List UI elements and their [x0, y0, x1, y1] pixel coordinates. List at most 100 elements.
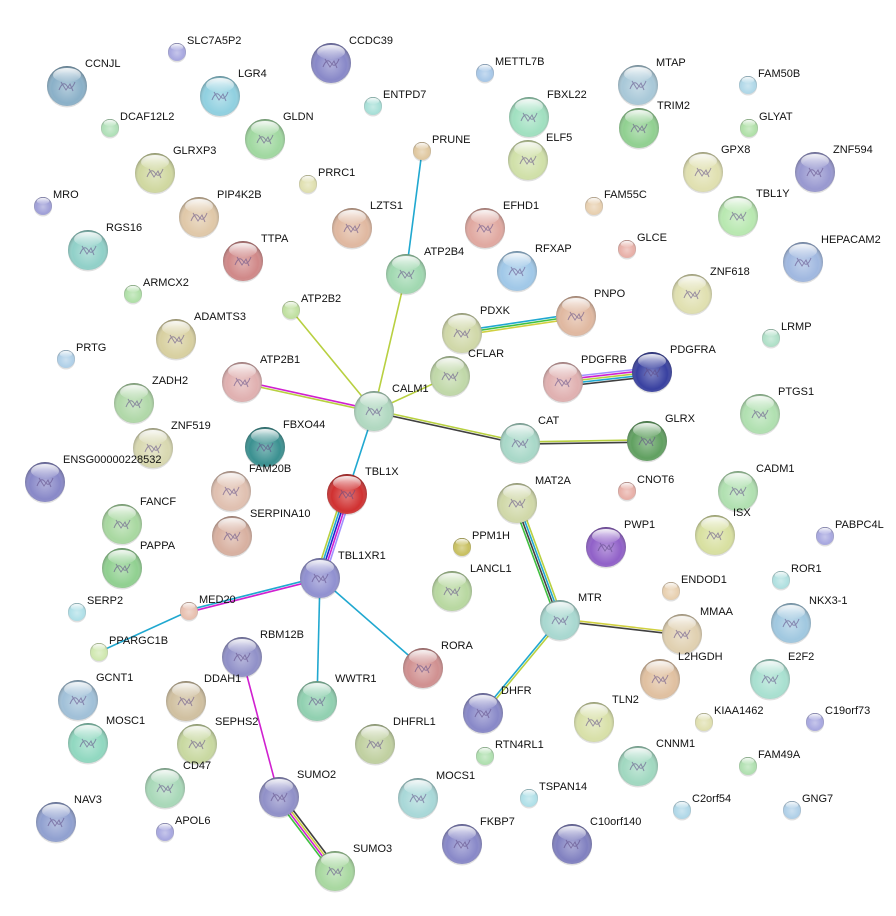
node-ccdc39[interactable]: CCDC39: [311, 35, 393, 85]
edge-calm1-cat[interactable]: [373, 409, 521, 445]
edge-mtr-mmaa[interactable]: [559, 618, 683, 636]
node-label[interactable]: PRTG: [76, 342, 106, 354]
node-wwtr1[interactable]: WWTR1: [297, 673, 377, 723]
edge-atp2b4-calm1[interactable]: [373, 273, 407, 412]
node-label[interactable]: CCDC39: [349, 35, 393, 47]
node-label[interactable]: SERP2: [87, 595, 123, 607]
node-mosc1[interactable]: MOSC1: [68, 715, 145, 765]
node-label[interactable]: LRMP: [781, 321, 812, 333]
node-med20[interactable]: MED20: [180, 594, 236, 622]
node-armcx2[interactable]: ARMCX2: [124, 277, 189, 305]
edge-prune-atp2b4[interactable]: [405, 150, 423, 275]
node-label[interactable]: ADAMTS3: [194, 311, 246, 323]
node-label[interactable]: MOCS1: [436, 770, 475, 782]
node-label[interactable]: DDAH1: [204, 673, 241, 685]
node-ror1[interactable]: ROR1: [772, 563, 822, 591]
node-label[interactable]: RBM12B: [260, 629, 304, 641]
node-label[interactable]: SEPHS2: [215, 716, 258, 728]
node-tln2[interactable]: TLN2: [574, 694, 639, 744]
node-pdgfrb[interactable]: PDGFRB: [543, 354, 627, 404]
edge-tbl1xr1-wwtr1[interactable]: [316, 577, 321, 702]
node-label[interactable]: PRUNE: [432, 134, 471, 146]
node-glrx[interactable]: GLRX: [627, 413, 696, 463]
edge-tbl1xr1-med20[interactable]: [188, 576, 321, 613]
node-label[interactable]: MED20: [199, 594, 236, 606]
node-hepacam2[interactable]: HEPACAM2: [783, 234, 881, 284]
node-label[interactable]: GPX8: [721, 144, 750, 156]
node-label[interactable]: GLRXP3: [173, 145, 216, 157]
node-label[interactable]: ATP2B4: [424, 246, 464, 258]
node-ensg00000228532[interactable]: ENSG00000228532: [25, 454, 161, 504]
node-label[interactable]: ATP2B2: [301, 293, 341, 305]
node-label[interactable]: GLRX: [665, 413, 696, 425]
node-label[interactable]: SERPINA10: [250, 508, 311, 520]
node-ptgs1[interactable]: PTGS1: [740, 386, 814, 436]
node-label[interactable]: C2orf54: [692, 793, 731, 805]
node-cadm1[interactable]: CADM1: [718, 463, 795, 513]
node-label[interactable]: TBL1Y: [756, 188, 790, 200]
node-fam20b[interactable]: FAM20B: [211, 463, 291, 513]
node-label[interactable]: FAM50B: [758, 68, 800, 80]
node-label[interactable]: CADM1: [756, 463, 795, 475]
node-label[interactable]: C19orf73: [825, 705, 870, 717]
node-label[interactable]: MRO: [53, 189, 79, 201]
node-prtg[interactable]: PRTG: [57, 342, 106, 370]
node-l2hgdh[interactable]: L2HGDH: [640, 651, 723, 701]
node-label[interactable]: CAT: [538, 415, 559, 427]
node-nav3[interactable]: NAV3: [36, 794, 102, 844]
node-tspan14[interactable]: TSPAN14: [520, 781, 587, 809]
node-fbxo44[interactable]: FBXO44: [245, 419, 325, 469]
node-ccnjl[interactable]: CCNJL: [47, 58, 120, 108]
node-label[interactable]: FAM20B: [249, 463, 291, 475]
node-label[interactable]: FAM49A: [758, 749, 801, 761]
node-dcaf12l2[interactable]: DCAF12L2: [101, 111, 174, 139]
edge-rbm12b-sumo2[interactable]: [241, 656, 280, 798]
node-label[interactable]: PWP1: [624, 519, 655, 531]
node-label[interactable]: EFHD1: [503, 200, 539, 212]
node-lgr4[interactable]: LGR4: [200, 68, 267, 118]
node-gcnt1[interactable]: GCNT1: [58, 672, 133, 722]
node-tbl1y[interactable]: TBL1Y: [718, 188, 790, 238]
node-label[interactable]: PTGS1: [778, 386, 814, 398]
node-cnot6[interactable]: CNOT6: [618, 474, 674, 502]
node-gpx8[interactable]: GPX8: [683, 144, 750, 194]
node-nkx3-1[interactable]: NKX3-1: [771, 595, 848, 645]
node-fam55c[interactable]: FAM55C: [585, 189, 647, 217]
node-label[interactable]: DCAF12L2: [120, 111, 174, 123]
edge-atp2b1-calm1[interactable]: [241, 380, 375, 413]
node-mtr[interactable]: MTR: [540, 592, 602, 642]
node-label[interactable]: ROR1: [791, 563, 822, 575]
node-label[interactable]: FKBP7: [480, 816, 515, 828]
node-label[interactable]: MAT2A: [535, 475, 572, 487]
node-rtn4rl1[interactable]: RTN4RL1: [476, 739, 544, 767]
node-lancl1[interactable]: LANCL1: [432, 563, 512, 613]
node-label[interactable]: ZNF594: [833, 144, 873, 156]
node-gng7[interactable]: GNG7: [783, 793, 833, 821]
node-label[interactable]: TSPAN14: [539, 781, 587, 793]
node-label[interactable]: FBXL22: [547, 89, 587, 101]
node-dhfr[interactable]: DHFR: [463, 685, 532, 735]
node-label[interactable]: HEPACAM2: [821, 234, 881, 246]
node-label[interactable]: LZTS1: [370, 200, 403, 212]
node-label[interactable]: DHFR: [501, 685, 532, 697]
edge-atp2b2-calm1[interactable]: [290, 309, 375, 412]
node-atp2b2[interactable]: ATP2B2: [282, 293, 341, 321]
node-slc7a5p2[interactable]: SLC7A5P2: [168, 35, 241, 63]
node-label[interactable]: GLYAT: [759, 111, 793, 123]
node-c10orf140[interactable]: C10orf140: [552, 816, 641, 866]
node-rfxap[interactable]: RFXAP: [497, 243, 572, 293]
node-endod1[interactable]: ENDOD1: [662, 574, 727, 602]
node-label[interactable]: NAV3: [74, 794, 102, 806]
node-label[interactable]: SLC7A5P2: [187, 35, 241, 47]
node-sumo3[interactable]: SUMO3: [315, 843, 392, 893]
node-rbm12b[interactable]: RBM12B: [222, 629, 304, 679]
node-mettl7b[interactable]: METTL7B: [476, 56, 545, 84]
node-label[interactable]: PDXK: [480, 305, 511, 317]
node-label[interactable]: CALM1: [392, 383, 429, 395]
node-c19orf73[interactable]: C19orf73: [806, 705, 870, 733]
node-pabpc4l[interactable]: PABPC4L: [816, 519, 884, 547]
node-label[interactable]: FANCF: [140, 496, 176, 508]
node-label[interactable]: L2HGDH: [678, 651, 723, 663]
node-elf5[interactable]: ELF5: [508, 132, 572, 182]
node-atp2b1[interactable]: ATP2B1: [222, 354, 300, 404]
